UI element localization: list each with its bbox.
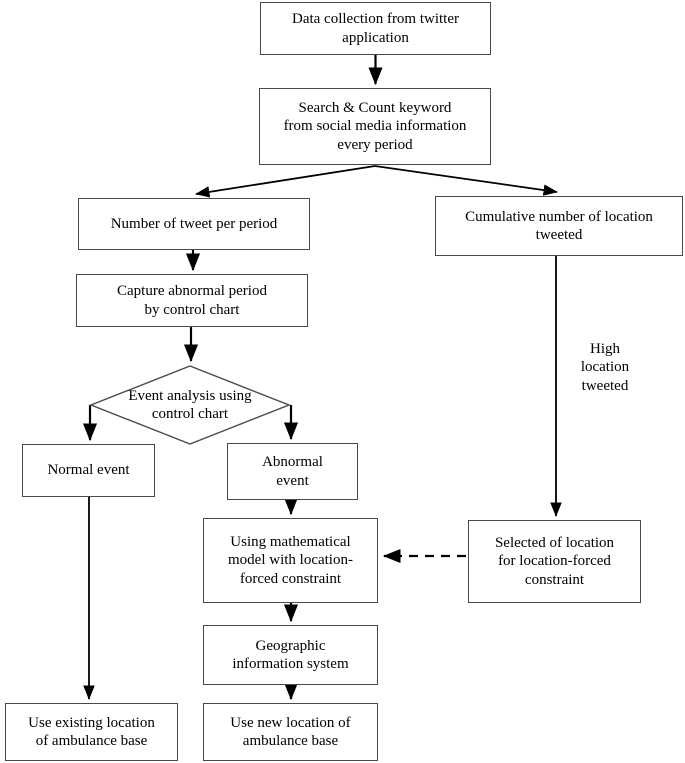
node-label: Geographic information system [232,637,349,672]
node-using-math-model[interactable]: Using mathematical model with location- … [203,518,378,603]
node-abnormal-event[interactable]: Abnormal event [227,443,358,500]
node-cumulative-location[interactable]: Cumulative number of location tweeted [435,196,683,256]
node-search-count[interactable]: Search & Count keyword from social media… [259,88,491,165]
node-use-new-location[interactable]: Use new location of ambulance base [203,703,378,761]
node-use-existing-location[interactable]: Use existing location of ambulance base [5,703,178,761]
edge-search-count-to-cumulative-location [374,165,558,196]
annotation-high-location-tweeted: High location tweeted [580,341,630,394]
node-capture-abnormal[interactable]: Capture abnormal period by control chart [76,274,308,327]
node-label: Normal event [47,462,130,479]
node-label: Use existing location of ambulance base [28,714,155,749]
node-label: Capture abnormal period by control chart [117,283,267,318]
node-label: Use new location of ambulance base [230,714,351,749]
node-data-collection[interactable]: Data collection from twitter application [260,2,491,55]
node-label: Number of tweet per period [110,215,278,232]
node-label: Selected of location for location-forced… [494,535,615,588]
node-label: Using mathematical model with location- … [228,534,353,587]
node-normal-event[interactable]: Normal event [22,444,155,497]
diamond-shape [89,365,291,445]
node-label: Search & Count keyword from social media… [283,100,467,153]
node-number-of-tweet[interactable]: Number of tweet per period [78,198,310,250]
node-label: Cumulative number of location tweeted [465,208,653,243]
node-selected-location[interactable]: Selected of location for location-forced… [468,520,641,603]
node-label: Abnormal event [262,454,323,489]
node-label: Data collection from twitter application [291,11,460,46]
edge-search-count-to-number-of-tweet [195,165,376,198]
node-geographic-info[interactable]: Geographic information system [203,625,378,685]
node-event-analysis[interactable]: Event analysis using control chart [89,365,291,445]
